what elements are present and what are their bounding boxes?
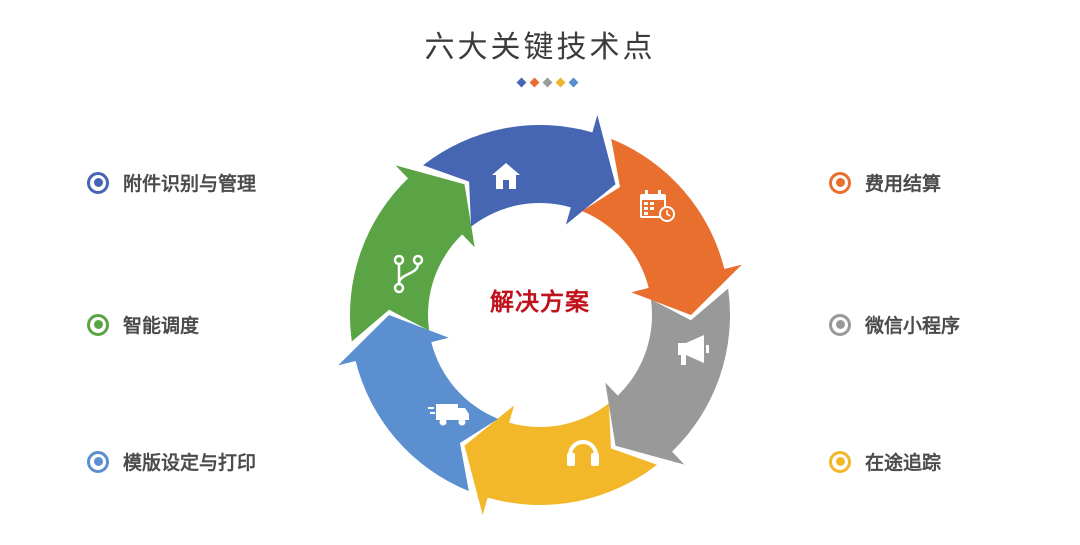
headphones-icon	[567, 440, 599, 466]
bullet-icon	[829, 450, 851, 473]
megaphone-icon	[678, 335, 709, 365]
cycle-diagram	[338, 115, 742, 515]
dot-4	[555, 77, 566, 88]
bullet-icon	[87, 450, 109, 473]
item-label: 微信小程序	[865, 315, 961, 337]
bullet-icon	[829, 313, 851, 336]
truck-icon	[428, 404, 469, 426]
dot-1	[516, 77, 527, 88]
dot-5	[568, 77, 579, 88]
dot-3	[542, 77, 553, 88]
cycle-segment-1	[581, 138, 742, 315]
right-item-2: 在途追踪	[829, 448, 941, 475]
home-icon	[492, 163, 520, 189]
item-label: 在途追踪	[865, 452, 942, 474]
bullet-icon	[829, 171, 851, 194]
bullet-icon	[87, 313, 109, 336]
calendar-clock-icon	[640, 190, 675, 222]
item-label: 费用结算	[865, 173, 942, 195]
cycle-segment-2	[605, 288, 730, 465]
item-label: 模版设定与打印	[123, 452, 257, 474]
item-label: 附件识别与管理	[123, 173, 257, 195]
branch-icon	[393, 254, 424, 294]
cycle-segment-4	[338, 315, 499, 492]
cycle-segment-5	[350, 165, 475, 342]
cycle-segment-0	[423, 115, 616, 227]
right-item-1: 微信小程序	[829, 311, 960, 338]
dot-2	[529, 77, 540, 88]
item-label: 智能调度	[123, 315, 200, 337]
cycle-segment-3	[464, 403, 657, 515]
center-label: 解决方案	[490, 288, 590, 316]
bullet-icon	[87, 171, 109, 194]
left-item-2: 模版设定与打印	[87, 448, 256, 475]
right-item-0: 费用结算	[829, 169, 941, 196]
page-title: 六大关键技术点	[424, 30, 656, 65]
left-item-0: 附件识别与管理	[87, 169, 256, 196]
left-item-1: 智能调度	[87, 311, 199, 338]
